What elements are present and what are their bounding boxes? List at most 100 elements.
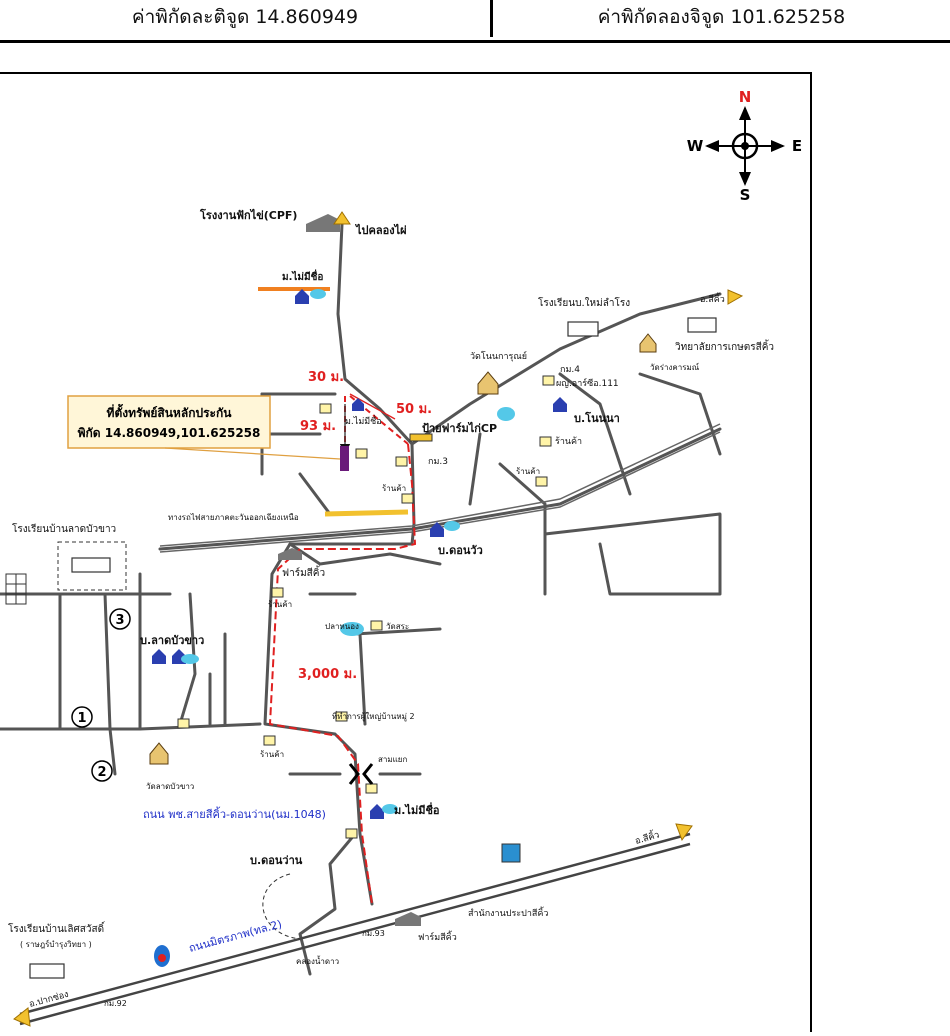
label-to-khlongphai: ไปคลองไผ่ (354, 223, 407, 237)
shop-icon (395, 456, 408, 467)
arrow-to-khlongphai (333, 211, 351, 225)
shop-icon (365, 783, 378, 794)
east-west-road (158, 427, 722, 551)
label-ban-donwan: บ.ดอนว่าน (250, 854, 303, 867)
label-shop-1: ร้านค้า (555, 436, 582, 447)
callout-title: ที่ตั้งทรัพย์สินหลักประกัน (107, 403, 233, 420)
temple-icon (149, 742, 169, 765)
label-ban-nonnaa: บ.โนนนา (574, 411, 620, 425)
water-icon (444, 521, 460, 531)
label-college: วิทยาลัยการเกษตรสีคิ้ว (675, 339, 774, 353)
label-rural-road: ถนน พช.สายสีคิ้ว-ดอนว่าน(นม.1048) (143, 806, 326, 821)
label-school-letsawat: โรงเรียนบ้านเลิศสวัสดิ์ (8, 921, 106, 935)
shop-icon (263, 735, 276, 746)
distance-93m: 93 ม. (300, 419, 336, 434)
label-km3: กม.3 (428, 457, 448, 467)
compass-south: S (740, 186, 751, 204)
shop-icon (319, 403, 332, 414)
label-wat-latbuakhao: วัดลาดบัวขาว (146, 782, 194, 791)
label-shop-3: ร้านค้า (382, 484, 406, 493)
shop-icon (335, 711, 348, 722)
latitude-label: ค่าพิกัดละติจูด 14.860949 (0, 0, 493, 37)
arrow-to-sikhio (727, 289, 744, 305)
label-wat-pond: วัดสระ (386, 622, 409, 631)
main-road (263, 222, 416, 906)
compass-north: N (739, 88, 752, 106)
road-northeast (410, 292, 722, 446)
label-school-nonglamjong: โรงเรียนบ.ใหม่ลำโรง (538, 296, 630, 309)
route-line (268, 443, 417, 905)
shop-icon (401, 493, 414, 504)
shop-icon (370, 620, 383, 631)
label-moo-mid: ม.ไม่มีชื่อ (345, 414, 382, 427)
marker-2: 2 (97, 765, 106, 780)
label-wat-right: วัดร่างคารมณ์ (650, 362, 700, 372)
longitude-label: ค่าพิกัดลองจิจูด 101.625258 (597, 6, 846, 28)
water-icon (497, 407, 515, 421)
label-moo-low: ม.ไม่มีชื่อ (394, 802, 440, 817)
label-shop-4: ร้านค้า (268, 600, 292, 609)
label-km92: กม.92 (104, 999, 127, 1008)
property-marker (340, 446, 349, 471)
factory-icon (306, 214, 340, 232)
shop-icon (271, 587, 284, 598)
label-shop-2: ร้านค้า (516, 467, 540, 476)
school-icon (71, 557, 111, 573)
label-community-hall: ที่ทำการผู้ใหญ่บ้านหมู่ 2 (332, 710, 415, 722)
water-icon (382, 804, 398, 814)
label-railway: ทางรถไฟสายภาคตะวันออกเฉียงเหนือ (168, 513, 299, 522)
west-road (0, 722, 262, 731)
label-km93: กม.93 (362, 929, 385, 938)
shop-icon (355, 448, 368, 459)
shop-icon (542, 375, 555, 386)
label-farm-sikhio-2: ฟาร์มสีคิ้ว (418, 930, 457, 943)
shop-icon (177, 718, 190, 729)
house-icon (553, 397, 567, 412)
highway-road (19, 832, 691, 1016)
label-school-latbuakhao: โรงเรียนบ้านลาดบัวขาว (12, 522, 116, 535)
label-moo-top: ม.ไม่มีชื่อ (282, 269, 323, 283)
arrow-highway-east (675, 823, 693, 842)
label-highway: ถนนมิตรภาพ(ทล.2) (187, 918, 283, 955)
factory-icon (278, 548, 302, 560)
temple-icon (639, 333, 657, 353)
school-icon (567, 321, 599, 337)
label-junction: สามแยก (378, 755, 407, 764)
location-map: N S W E ที่ตั้งทรัพย์สินหลักประกัน พิกัด… (0, 88, 802, 1027)
label-to-sikhio-top: อ.สีคิ้ว (700, 292, 725, 305)
label-cp-sign: ป้ายฟาร์มไก่CP (422, 421, 497, 435)
arrow-highway-west (13, 1007, 31, 1027)
compass-icon (705, 106, 785, 186)
compass-west: W (687, 137, 704, 155)
label-canal: คลองน้ำดาว (296, 955, 339, 966)
water-icon (340, 622, 364, 636)
water-icon (181, 654, 199, 664)
label-school-letsawat-sub: ( ราษฎร์บำรุงวิทยา ) (20, 939, 92, 949)
house-icon (370, 804, 384, 819)
compass-east: E (792, 137, 802, 155)
label-water-office: สำนักงานประปาสีคิ้ว (468, 906, 548, 919)
label-ban-donwua: บ.ดอนวัว (438, 544, 483, 557)
shop-icon (535, 476, 548, 487)
marker-3: 3 (115, 613, 124, 628)
label-wat-nongkarun: วัดโนนการุณย์ (470, 350, 527, 362)
coordinate-header: ค่าพิกัดละติจูด 14.860949 ค่าพิกัดลองจิจ… (0, 0, 950, 43)
distance-3000m: 3,000 ม. (298, 667, 357, 682)
factory-icon (395, 912, 421, 926)
distance-30m: 30 ม. (308, 370, 344, 385)
water-icon (310, 289, 326, 299)
shop-icon (539, 436, 552, 447)
house-icon (152, 649, 166, 664)
label-shop-5: ร้านค้า (260, 750, 284, 759)
house-icon (295, 289, 309, 304)
shop-icon (345, 828, 358, 839)
temple-icon (477, 371, 499, 395)
callout-coordinates: พิกัด 14.860949,101.625258 (78, 426, 261, 440)
house-icon (352, 398, 364, 411)
label-housing: ผญ.อาร์ซีอ.111 (556, 377, 619, 389)
intersection-icon (348, 763, 374, 785)
distance-50m: 50 ม. (396, 402, 432, 417)
house-icon (430, 522, 444, 537)
label-pond: ปลาหนอง (325, 622, 359, 631)
location-map-frame: N S W E ที่ตั้งทรัพย์สินหลักประกัน พิกัด… (0, 72, 812, 1032)
